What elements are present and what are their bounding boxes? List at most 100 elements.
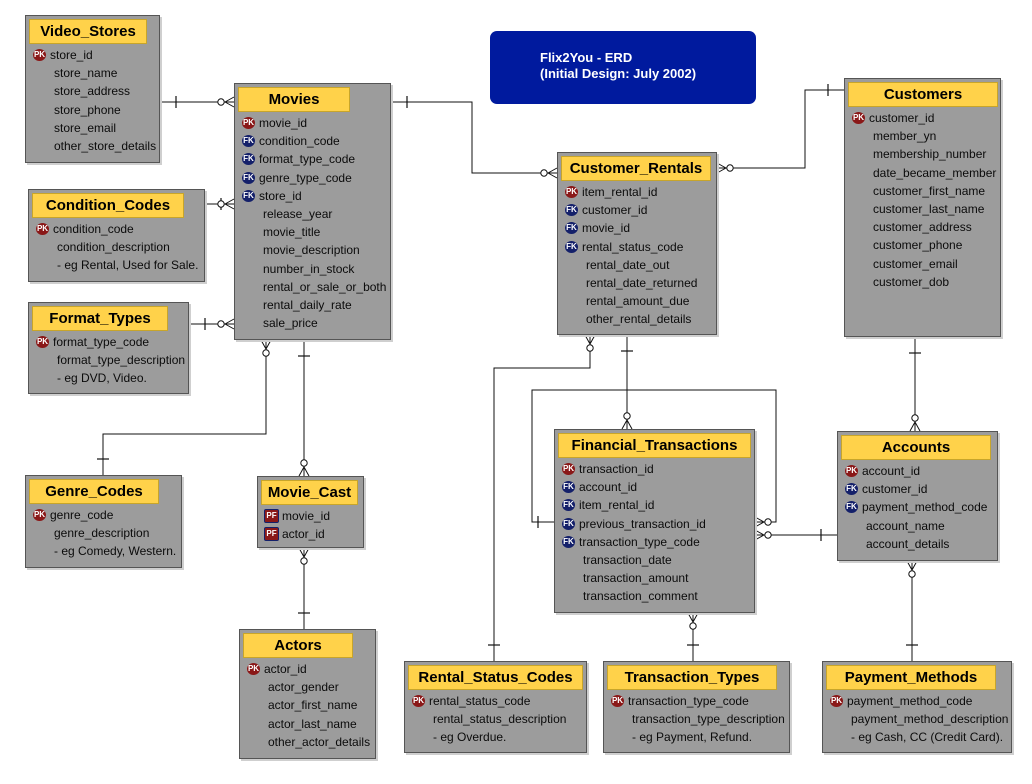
attribute-name: transaction_date (583, 552, 672, 567)
attribute-row: number_in_stock (241, 260, 388, 278)
pk-key-icon: PK (33, 509, 46, 521)
attribute-row: customer_phone (851, 236, 998, 254)
relationship-line (717, 89, 844, 169)
attribute-name: format_type_code (53, 335, 150, 349)
crow-foot-marker (224, 101, 235, 108)
attribute-name: - eg DVD, Video. (57, 371, 147, 386)
entity-title: Payment_Methods (826, 665, 996, 690)
entity-title: Video_Stores (29, 19, 147, 44)
crow-foot-marker (754, 521, 765, 528)
crow-foot-marker (303, 466, 310, 477)
crow-foot-marker (754, 516, 765, 523)
attribute-row: transaction_type_description (610, 710, 787, 728)
attribute-row: store_address (32, 82, 157, 100)
crow-foot-marker (224, 96, 235, 103)
fk-key-icon: FK (562, 499, 575, 512)
attribute-name: other_actor_details (268, 734, 371, 749)
pk-key-icon: PK (565, 186, 578, 198)
attribute-name: previous_transaction_id (579, 516, 706, 531)
attribute-name: member_yn (873, 129, 937, 144)
pk-key-icon: PK (33, 49, 46, 61)
attribute-row: - eg Overdue. (411, 728, 584, 746)
optional-marker (586, 344, 594, 352)
crow-foot-marker (265, 339, 272, 350)
attribute-name: movie_id (259, 116, 308, 130)
attribute-name: customer_phone (873, 238, 963, 253)
attribute-name: rental_date_returned (586, 275, 698, 290)
attribute-name: date_became_member (873, 165, 997, 180)
optional-marker (623, 412, 631, 420)
attribute-name: actor_id (282, 527, 325, 542)
attribute-name: rental_amount_due (586, 294, 690, 309)
attribute-name: condition_code (53, 222, 134, 236)
attribute-row: actor_gender (246, 678, 373, 696)
entity-title: Transaction_Types (607, 665, 777, 690)
attribute-name: rental_date_out (586, 257, 670, 272)
attribute-row: store_phone (32, 101, 157, 119)
attribute-row: customer_first_name (851, 182, 998, 200)
attribute-row: sale_price (241, 314, 388, 332)
attribute-name: genre_description (54, 526, 150, 541)
attribute-name: account_name (866, 518, 945, 533)
fk-key-icon: FK (242, 189, 255, 202)
attribute-name: - eg Comedy, Western. (54, 544, 177, 559)
attribute-name: rental_status_description (433, 712, 567, 727)
attribute-row: rental_date_returned (564, 274, 714, 292)
pk-key-icon: PK (36, 336, 49, 348)
attribute-name: payment_method_code (847, 694, 973, 708)
crow-foot-marker (224, 323, 235, 330)
attribute-name: movie_title (263, 225, 321, 240)
attribute-name: actor_id (264, 662, 307, 676)
optional-marker (300, 459, 308, 467)
attribute-name: rental_or_sale_or_both (263, 279, 387, 294)
attribute-name: store_address (54, 84, 131, 99)
entity-title: Condition_Codes (32, 193, 184, 218)
attribute-name: account_id (862, 464, 921, 478)
attribute-name: rental_daily_rate (263, 297, 352, 312)
attribute-name: rental_status_code (582, 239, 684, 254)
fk-key-icon: FK (242, 171, 255, 184)
attribute-row: transaction_date (561, 551, 752, 569)
entity-title: Movies (238, 87, 350, 112)
attribute-row: - eg Payment, Refund. (610, 728, 787, 746)
entity-title: Accounts (841, 435, 991, 460)
crow-foot-marker (906, 560, 913, 571)
attribute-name: - eg Payment, Refund. (632, 730, 753, 745)
attribute-name: - eg Cash, CC (Credit Card). (851, 730, 1004, 745)
crow-foot-marker (303, 547, 310, 558)
crow-foot-marker (224, 203, 235, 210)
attribute-name: payment_method_description (851, 712, 1009, 727)
attribute-row: format_type_description (35, 351, 186, 369)
attribute-name: customer_address (873, 220, 972, 235)
crow-foot-marker (224, 198, 235, 205)
